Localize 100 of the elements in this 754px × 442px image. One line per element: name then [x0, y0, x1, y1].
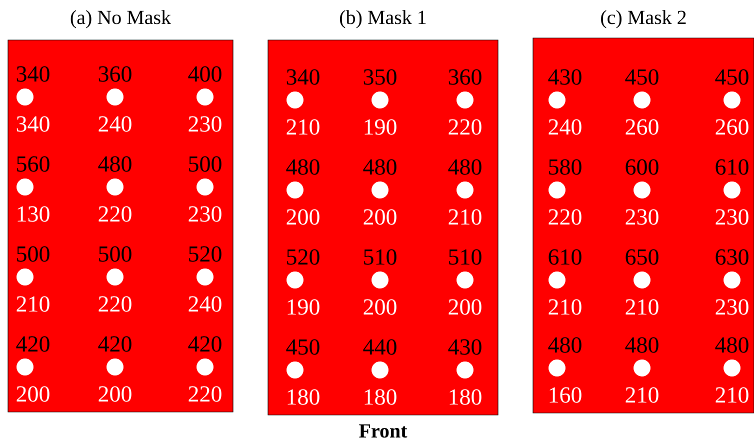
value-label: 520 — [287, 249, 320, 265]
value-label: 430 — [448, 339, 482, 355]
dot — [286, 182, 304, 198]
value-label: 200 — [364, 209, 396, 225]
value-label: 430 — [548, 69, 582, 85]
value-label: 400 — [188, 66, 222, 82]
value-label: 480 — [448, 159, 482, 175]
dot — [724, 360, 740, 376]
dot — [16, 88, 34, 106]
value-label: 350 — [364, 69, 396, 85]
value-label: 200 — [98, 386, 132, 402]
value-label: 630 — [716, 249, 748, 265]
value-label: 560 — [17, 156, 50, 172]
dot — [724, 272, 740, 288]
value-label: 180 — [364, 389, 396, 405]
value-label: 360 — [98, 66, 132, 82]
value-label: 480 — [625, 337, 658, 353]
value-label: 420 — [188, 336, 222, 352]
panel-title: (b) Mask 1 — [340, 10, 426, 28]
value-label: 580 — [549, 159, 582, 175]
dot — [286, 362, 304, 378]
dot — [548, 360, 566, 376]
dot — [106, 358, 124, 376]
value-label: 480 — [286, 159, 320, 175]
value-label: 240 — [548, 119, 582, 135]
value-label: 130 — [18, 206, 50, 222]
value-label: 210 — [286, 119, 320, 135]
value-label: 510 — [449, 249, 482, 265]
value-label: 200 — [364, 299, 396, 315]
dot — [16, 178, 34, 196]
value-label: 610 — [716, 159, 748, 175]
value-label: 360 — [448, 69, 482, 85]
dot — [548, 92, 566, 108]
value-label: 500 — [99, 246, 132, 262]
dot — [196, 358, 214, 376]
dot — [548, 182, 566, 198]
value-label: 340 — [16, 66, 50, 82]
value-label: 180 — [450, 389, 482, 405]
value-label: 340 — [286, 69, 320, 85]
dot — [372, 362, 388, 378]
dot — [286, 272, 304, 288]
value-label: 230 — [188, 116, 222, 132]
value-label: 230 — [716, 209, 748, 225]
value-label: 260 — [626, 119, 658, 135]
dot — [286, 92, 304, 108]
value-label: 450 — [715, 69, 748, 85]
dot — [634, 92, 650, 108]
value-label: 190 — [288, 299, 320, 315]
value-label: 650 — [626, 249, 658, 265]
dot — [634, 360, 650, 376]
dot — [106, 268, 124, 286]
dot — [634, 272, 650, 288]
value-label: 230 — [716, 299, 748, 315]
value-label: 220 — [448, 119, 482, 135]
dot — [372, 272, 388, 288]
value-label: 500 — [189, 156, 222, 172]
value-label: 600 — [626, 159, 658, 175]
dot — [456, 92, 474, 108]
dot — [372, 92, 388, 108]
value-label: 240 — [98, 116, 132, 132]
value-label: 210 — [16, 296, 50, 312]
value-label: 230 — [188, 206, 222, 222]
value-label: 220 — [98, 296, 132, 312]
value-label: 480 — [548, 337, 582, 353]
value-label: 220 — [188, 386, 222, 402]
dot — [724, 182, 740, 198]
value-label: 450 — [286, 339, 320, 355]
dot — [196, 268, 214, 286]
panel-title: (c) Mask 2 — [601, 10, 686, 28]
panel-title: (a) No Mask — [70, 10, 172, 28]
dot — [634, 182, 650, 198]
caption-label: Front — [359, 424, 408, 438]
value-label: 420 — [98, 336, 132, 352]
value-label: 480 — [715, 337, 748, 353]
dot — [106, 178, 124, 196]
dot — [372, 182, 388, 198]
value-label: 480 — [98, 156, 132, 172]
value-label: 610 — [548, 249, 582, 265]
dot — [724, 92, 740, 108]
dot — [456, 362, 474, 378]
value-label: 420 — [16, 336, 50, 352]
value-label: 510 — [364, 249, 396, 265]
dot — [16, 268, 34, 286]
value-label: 180 — [288, 389, 320, 405]
dot — [106, 88, 124, 106]
dot — [196, 88, 214, 106]
value-label: 220 — [548, 209, 582, 225]
value-label: 230 — [626, 209, 658, 225]
value-label: 200 — [448, 299, 482, 315]
value-label: 500 — [17, 246, 50, 262]
value-label: 160 — [550, 387, 582, 403]
value-label: 440 — [363, 339, 396, 355]
dot — [456, 182, 474, 198]
value-label: 340 — [16, 116, 50, 132]
value-label: 260 — [716, 119, 748, 135]
dot — [196, 178, 214, 196]
dot — [548, 272, 566, 288]
dot — [456, 272, 474, 288]
value-label: 520 — [189, 246, 222, 262]
value-label: 240 — [188, 296, 222, 312]
